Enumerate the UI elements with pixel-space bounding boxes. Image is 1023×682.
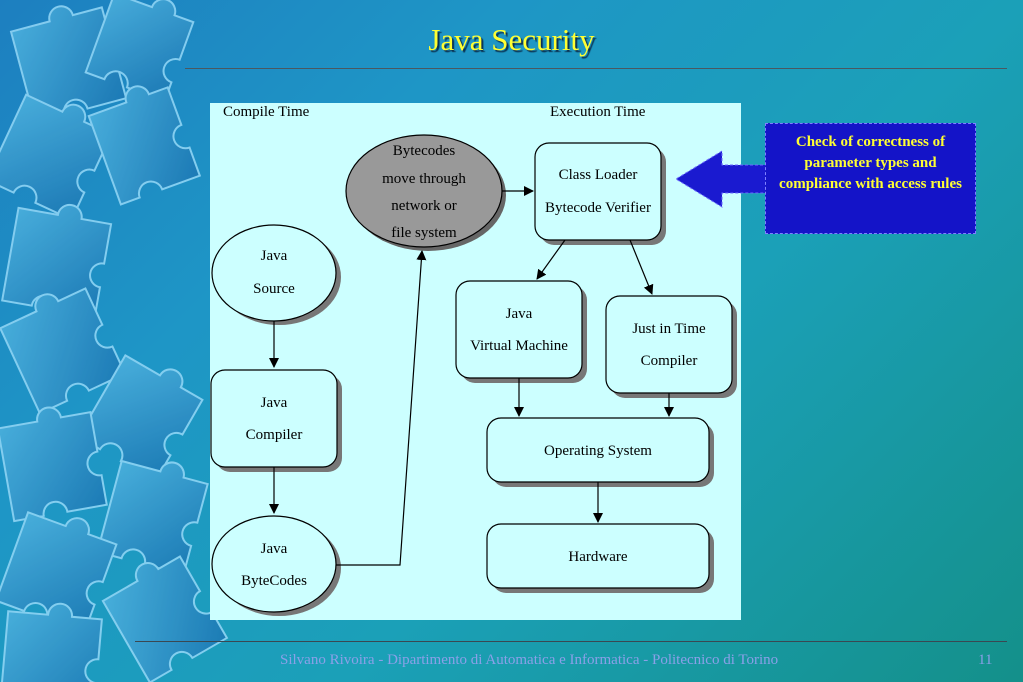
network-line1: Bytecodes [393, 143, 456, 159]
java-bytecodes-line2: ByteCodes [241, 573, 307, 589]
java-compiler-line2: Compiler [246, 427, 303, 443]
java-security-diagram: Compile Time Execution Time Java Source … [210, 103, 741, 620]
slide-title: Java Security [428, 22, 595, 57]
verifier-callout: Check of correctness of parameter types … [765, 123, 976, 234]
jit-line1: Just in Time [632, 321, 706, 337]
network-line4: file system [391, 225, 457, 241]
arrow-loader-to-jit [629, 239, 654, 295]
class-loader-line2: Bytecode Verifier [545, 200, 651, 216]
hardware-label: Hardware [568, 549, 627, 565]
callout-arrow-icon [675, 150, 768, 208]
java-bytecodes-line1: Java [261, 541, 288, 557]
page-number: 11 [978, 652, 993, 668]
compile-time-label: Compile Time [223, 104, 310, 120]
java-vm-line1: Java [506, 306, 533, 322]
java-compiler-line1: Java [261, 395, 288, 411]
java-source-line1: Java [261, 248, 288, 264]
java-compiler-node: Java Compiler [210, 369, 342, 472]
footer-divider [135, 641, 1007, 642]
arrow-bytecodes-to-network [336, 250, 427, 566]
class-loader-node: Class Loader Bytecode Verifier [534, 142, 666, 245]
java-bytecodes-node: Java ByteCodes [211, 515, 341, 616]
execution-time-label: Execution Time [550, 104, 646, 120]
java-source-line2: Source [253, 281, 295, 297]
java-source-node: Java Source [211, 224, 341, 325]
arrow-loader-to-jvm [536, 239, 566, 280]
jit-compiler-node: Just in Time Compiler [605, 295, 737, 398]
puzzle-background-decoration [0, 0, 229, 682]
jit-line2: Compiler [641, 353, 698, 369]
network-line2: move through [382, 171, 466, 187]
network-line3: network or [391, 198, 456, 214]
java-vm-node: Java Virtual Machine [455, 280, 587, 383]
network-transfer-node: Bytecodes move through network or file s… [345, 134, 506, 251]
hardware-node: Hardware [486, 523, 714, 593]
operating-system-node: Operating System [486, 417, 714, 487]
class-loader-line1: Class Loader [559, 167, 638, 183]
java-vm-line2: Virtual Machine [470, 338, 568, 354]
operating-system-label: Operating System [544, 443, 652, 459]
slide-footer: Silvano Rivoira - Dipartimento di Automa… [280, 652, 779, 668]
title-divider [185, 68, 1007, 69]
